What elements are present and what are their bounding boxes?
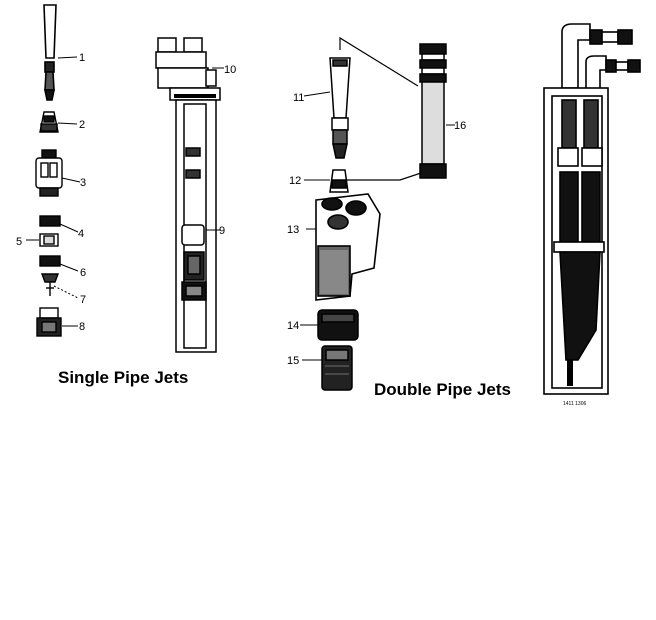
label-part-13: 13	[287, 224, 299, 236]
label-part-9: 9	[219, 225, 225, 237]
part-4-fitting-upper	[39, 215, 61, 227]
single-pipe-jets-caption: Single Pipe Jets	[58, 368, 188, 387]
part-8-foot-adapter	[36, 307, 62, 337]
label-part-8: 8	[79, 321, 85, 333]
part-5-coupling	[39, 233, 59, 247]
part-14-adapter-ring	[317, 309, 359, 341]
label-part-2: 2	[79, 119, 85, 131]
double-pipe-jet-assembly	[543, 23, 641, 395]
part-7-check-valve	[40, 273, 60, 296]
part-3-venturi	[35, 149, 63, 197]
part-10-jet-head-fitting	[155, 37, 217, 89]
label-part-5: 5	[16, 236, 22, 248]
label-part-10: 10	[224, 64, 236, 76]
label-part-4: 4	[78, 228, 84, 240]
part-2-jet-nozzle	[39, 111, 59, 133]
label-part-1: 1	[79, 52, 85, 64]
label-part-16: 16	[454, 120, 466, 132]
part-16-suction-pipe	[419, 43, 447, 179]
label-part-15: 15	[287, 355, 299, 367]
label-part-12: 12	[289, 175, 301, 187]
drawing-code: 1411 1306	[563, 401, 586, 407]
part-12-jet-nozzle	[329, 169, 349, 193]
label-part-6: 6	[80, 267, 86, 279]
part-11-nozzle-tube	[329, 57, 351, 159]
part-6-fitting-lower	[39, 255, 61, 267]
label-part-14: 14	[287, 320, 299, 332]
part-1-nozzle-tube	[43, 4, 57, 101]
part-9-jet-body-assembly	[169, 87, 221, 353]
label-part-7: 7	[80, 294, 86, 306]
label-part-3: 3	[80, 177, 86, 189]
part-15-foot-valve	[321, 345, 353, 391]
part-13-jet-body	[315, 193, 381, 301]
label-part-11: 11	[293, 92, 304, 104]
double-pipe-jets-caption: Double Pipe Jets	[374, 380, 511, 399]
